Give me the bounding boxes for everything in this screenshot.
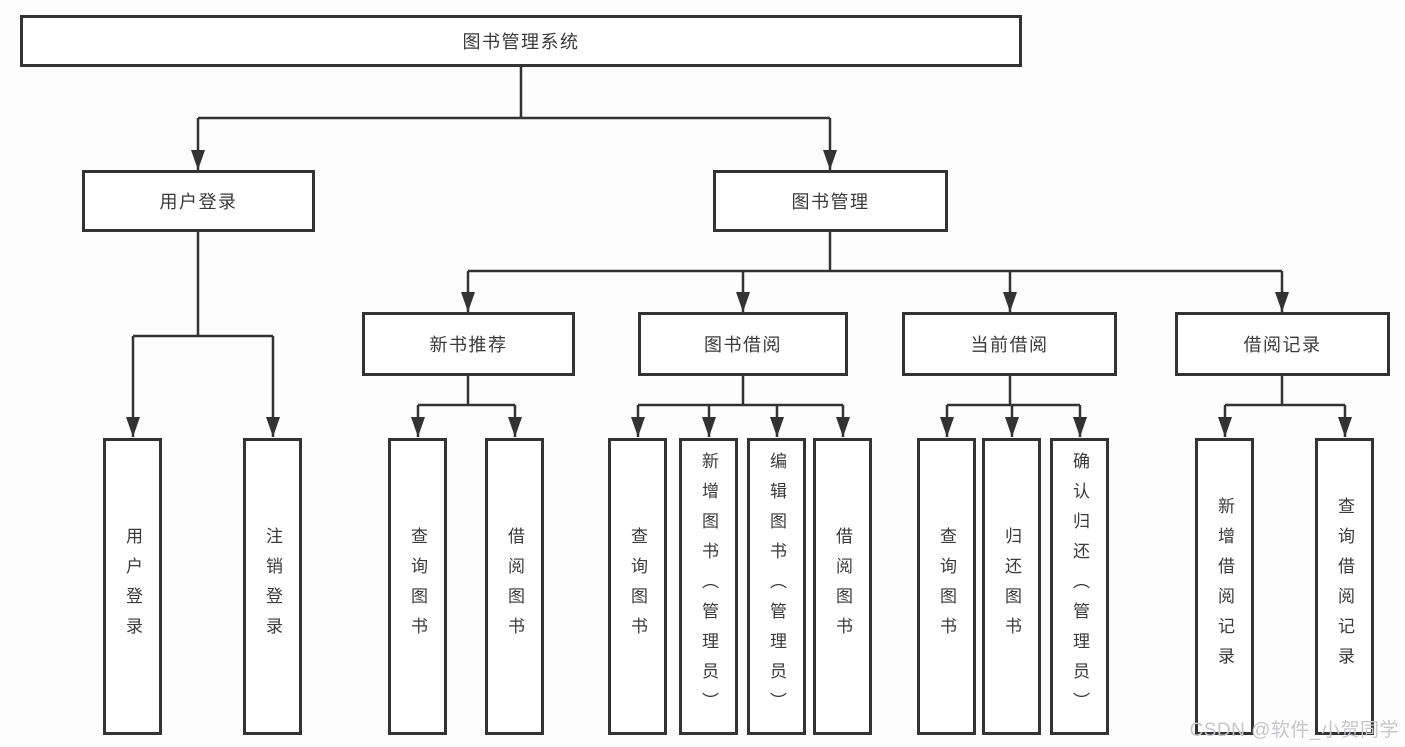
- leaf-borrow-books-recommend: 借阅图书: [485, 438, 544, 735]
- leaf-label: 新增图书（管理员）: [699, 451, 718, 722]
- leaf-label: 确认归还（管理员）: [1070, 451, 1089, 722]
- node-current-borrow: 当前借阅: [902, 312, 1117, 376]
- node-label: 图书借阅: [704, 335, 782, 355]
- node-label: 新书推荐: [429, 335, 508, 355]
- node-library-system: 图书管理系统: [20, 15, 1022, 67]
- node-user-login: 用户登录: [82, 170, 315, 232]
- leaf-query-books-borrow: 查询图书: [608, 438, 667, 735]
- node-new-book-recommend: 新书推荐: [362, 312, 575, 376]
- leaf-label: 借阅图书: [833, 526, 852, 647]
- leaf-label: 新增借阅记录: [1215, 496, 1234, 677]
- leaf-label: 用户登录: [123, 526, 142, 647]
- leaf-label: 查询图书: [408, 526, 427, 647]
- leaf-user-login: 用户登录: [103, 438, 162, 735]
- leaf-add-book-admin: 新增图书（管理员）: [679, 438, 738, 735]
- node-label: 借阅记录: [1243, 335, 1322, 355]
- node-label: 图书管理系统: [462, 32, 580, 52]
- leaf-confirm-return-admin: 确认归还（管理员）: [1050, 438, 1109, 735]
- leaf-label: 注销登录: [263, 526, 282, 647]
- leaf-edit-book-admin: 编辑图书（管理员）: [747, 438, 806, 735]
- leaf-query-books-recommend: 查询图书: [388, 438, 447, 735]
- leaf-query-borrow-record: 查询借阅记录: [1315, 438, 1374, 735]
- leaf-label: 归还图书: [1002, 526, 1021, 647]
- leaf-label: 编辑图书（管理员）: [767, 451, 786, 722]
- leaf-query-books-current: 查询图书: [917, 438, 976, 735]
- leaf-logout-login: 注销登录: [243, 438, 302, 735]
- leaf-label: 借阅图书: [505, 526, 524, 647]
- node-borrow-records: 借阅记录: [1175, 312, 1390, 376]
- node-label: 用户登录: [159, 192, 238, 212]
- leaf-label: 查询图书: [628, 526, 647, 647]
- leaf-label: 查询图书: [937, 526, 956, 647]
- leaf-borrow-books-borrow: 借阅图书: [813, 438, 872, 735]
- node-label: 图书管理: [791, 192, 870, 212]
- leaf-label: 查询借阅记录: [1335, 496, 1354, 677]
- node-label: 当前借阅: [970, 335, 1049, 355]
- leaf-return-book: 归还图书: [982, 438, 1041, 735]
- node-book-borrow: 图书借阅: [638, 312, 848, 376]
- node-book-management: 图书管理: [713, 170, 948, 232]
- watermark: CSDN @软件_小贺同学: [1189, 720, 1399, 741]
- leaf-add-borrow-record: 新增借阅记录: [1195, 438, 1254, 735]
